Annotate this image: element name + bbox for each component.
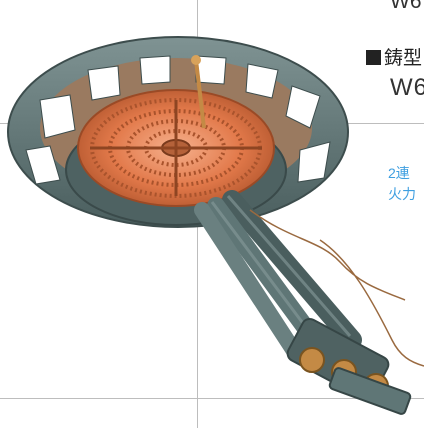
valve-assembly	[286, 317, 412, 415]
spec-heading: 鋳型	[366, 43, 422, 70]
burner-head	[77, 55, 275, 207]
spec-model-number: W6	[390, 74, 424, 101]
thermocouple-wire	[249, 209, 424, 367]
spec-heading-text: 鋳型	[384, 48, 423, 69]
feature-note-line-2: 火力	[388, 186, 416, 202]
feature-note-line-1: 2連	[388, 165, 410, 181]
spec-model-fragment: W6	[390, 0, 422, 13]
horizontal-guide-line-bottom	[0, 398, 424, 399]
heading-square-bullet	[366, 50, 381, 65]
